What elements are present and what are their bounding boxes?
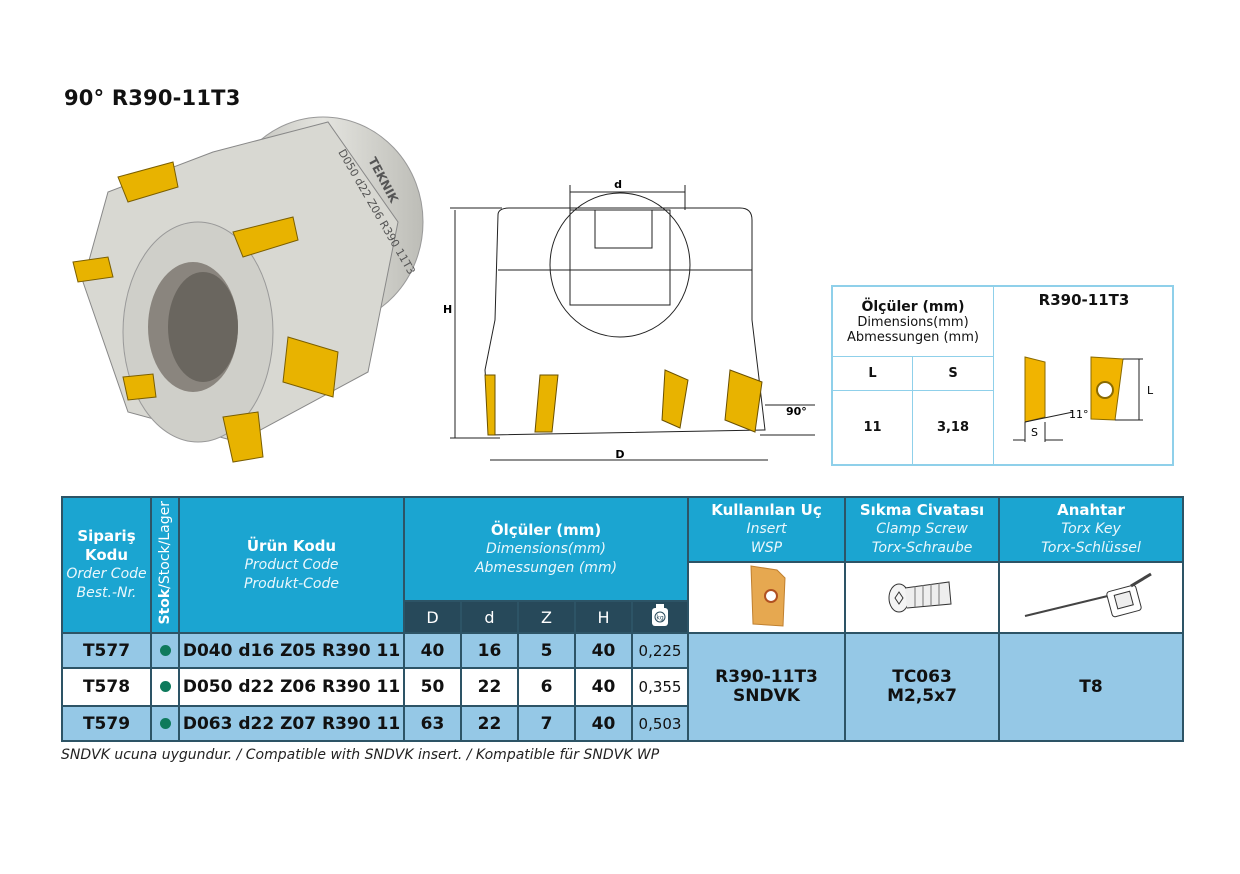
product-code: D050 d22 Z06 R390 11 xyxy=(178,667,405,707)
stock-indicator xyxy=(150,632,180,669)
key-de: Torx-Schlüssel xyxy=(1041,540,1141,556)
milling-cutter-photo: TEKNIK D050 d22 Z06 R390 11T3 xyxy=(72,116,424,463)
order-code-tr2: Kodu xyxy=(84,546,129,564)
weight-kg-icon: kg xyxy=(630,600,690,634)
header-order-code: Sipariş Kodu Order Code Best.-Nr. xyxy=(61,496,152,634)
stock-rest: /Stock/Lager xyxy=(157,501,173,590)
order-code: T579 xyxy=(61,705,152,742)
col-header-d: d xyxy=(460,600,519,634)
value-D: 50 xyxy=(403,667,462,707)
order-code-tr1: Sipariş xyxy=(77,527,136,545)
product-code-en: Product Code xyxy=(244,556,339,573)
stock-indicator xyxy=(150,667,180,707)
product-code: D063 d22 Z07 R390 11 xyxy=(178,705,405,742)
value-D: 63 xyxy=(403,705,462,742)
technical-drawing: d H D 90° xyxy=(443,178,815,461)
col-header-D: D xyxy=(403,600,462,634)
dim-label-angle: 90° xyxy=(786,405,807,418)
key-tr: Anahtar xyxy=(1057,501,1125,519)
diagram-S: S xyxy=(1031,426,1038,439)
value-H: 40 xyxy=(574,667,633,707)
screw-en: Clamp Screw xyxy=(876,521,968,537)
insert-value-2: SNDVK xyxy=(733,686,800,706)
value-Z: 6 xyxy=(517,667,576,707)
key-en: Torx Key xyxy=(1061,521,1121,537)
insert-value: R390-11T3 SNDVK xyxy=(687,632,847,742)
screw-value: TC063 M2,5x7 xyxy=(844,632,1001,742)
in-stock-dot-icon xyxy=(159,717,171,729)
insert-title: R390-11T3 xyxy=(1038,291,1130,309)
insert-tr: Kullanılan Uç xyxy=(711,501,822,519)
stock-bold: Stok xyxy=(157,589,173,625)
col-header-H: H xyxy=(574,600,633,634)
value-d: 16 xyxy=(460,632,519,669)
table-row: T577 D040 d16 Z05 R390 11 40 16 5 40 0,2… xyxy=(61,632,1185,742)
diagram-angle: 11° xyxy=(1069,408,1089,421)
weight-kg-label: kg xyxy=(656,615,663,622)
stock-indicator xyxy=(150,705,180,742)
value-H: 40 xyxy=(574,632,633,669)
in-stock-dot-icon xyxy=(159,644,171,656)
value-d: 22 xyxy=(460,667,519,707)
order-code: T577 xyxy=(61,632,152,669)
value-H: 40 xyxy=(574,705,633,742)
clamp-screw-image xyxy=(844,561,1001,634)
page-title: 90° R390-11T3 xyxy=(64,86,241,110)
dim-label-D: D xyxy=(615,448,624,461)
dims-en: Dimensions(mm) xyxy=(486,540,606,557)
screw-value-2: M2,5x7 xyxy=(887,686,957,706)
key-value: T8 xyxy=(998,632,1185,742)
product-code: D040 d16 Z05 R390 11 xyxy=(178,632,405,669)
col-S: S xyxy=(948,366,958,381)
in-stock-dot-icon xyxy=(159,681,171,692)
col-header-Z: Z xyxy=(517,600,576,634)
order-code-en: Order Code xyxy=(66,566,147,582)
value-d: 22 xyxy=(460,705,519,742)
value-S: 3,18 xyxy=(936,420,970,435)
dims-tr: Ölçüler (mm) xyxy=(490,520,602,539)
dim-box-title-en: Dimensions(mm) xyxy=(857,314,969,330)
product-code-de: Produkt-Code xyxy=(243,575,339,592)
diagram-L: L xyxy=(1147,384,1154,397)
insert-dimensions-box: Ölçüler (mm) Dimensions(mm) Abmessungen … xyxy=(831,285,1174,466)
screw-de: Torx-Schraube xyxy=(871,540,973,556)
screw-value-1: TC063 xyxy=(892,667,952,687)
insert-image xyxy=(687,561,847,634)
header-insert: Kullanılan Uç Insert WSP xyxy=(687,496,847,563)
torx-key-image xyxy=(998,561,1185,634)
header-torx-key: Anahtar Torx Key Torx-Schlüssel xyxy=(998,496,1185,563)
header-stock: Stok/Stock/Lager xyxy=(150,496,180,634)
order-code-de: Best.-Nr. xyxy=(76,585,137,601)
header-dimensions: Ölçüler (mm) Dimensions(mm) Abmessungen … xyxy=(402,496,690,602)
insert-en: Insert xyxy=(746,521,787,537)
dim-box-title: Ölçüler (mm) xyxy=(861,298,965,315)
order-code: T578 xyxy=(61,667,152,707)
insert-value-1: R390-11T3 xyxy=(715,667,818,687)
dims-de: Abmessungen (mm) xyxy=(474,559,618,576)
value-L: 11 xyxy=(863,420,882,435)
value-D: 40 xyxy=(403,632,462,669)
screw-tr: Sıkma Civatası xyxy=(859,501,985,519)
value-weight: 0,503 xyxy=(630,705,690,742)
col-L: L xyxy=(868,366,877,381)
dim-label-H: H xyxy=(443,303,452,316)
header-product-code: Ürün Kodu Product Code Produkt-Code xyxy=(178,496,405,634)
footnote: SNDVK ucuna uygundur. / Compatible with … xyxy=(61,747,660,763)
product-table: Sipariş Kodu Order Code Best.-Nr. Stok/S… xyxy=(61,496,1185,742)
value-weight: 0,225 xyxy=(630,632,690,669)
value-Z: 7 xyxy=(517,705,576,742)
dim-label-d: d xyxy=(614,178,622,191)
value-Z: 5 xyxy=(517,632,576,669)
insert-de: WSP xyxy=(750,540,783,556)
value-weight: 0,355 xyxy=(630,667,690,707)
product-code-tr: Ürün Kodu xyxy=(246,536,337,555)
insert-diagram: L S 11° xyxy=(1013,356,1154,442)
header-clamp-screw: Sıkma Civatası Clamp Screw Torx-Schraube xyxy=(844,496,1001,563)
dim-box-title-de: Abmessungen (mm) xyxy=(847,329,979,345)
